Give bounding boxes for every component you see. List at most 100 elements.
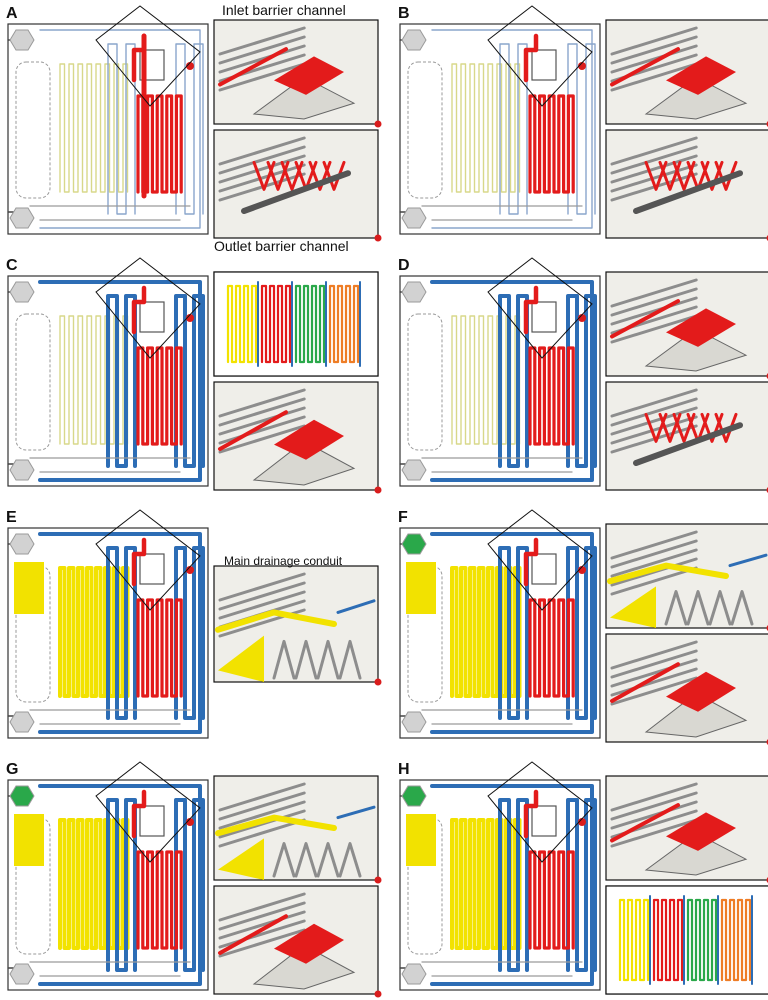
inset-gray-channel	[218, 901, 306, 931]
chip-port-trace	[399, 39, 423, 213]
inlet-port	[9, 785, 35, 807]
blue-left-loop	[498, 546, 529, 720]
inset-gray-channel	[610, 397, 698, 427]
blue-left-loop	[499, 43, 528, 215]
panel-G	[7, 761, 382, 998]
culture-chamber	[531, 805, 557, 837]
inset-yellow-region	[218, 838, 264, 880]
gray-bottom-trace	[421, 205, 583, 221]
yellow-reservoir	[406, 562, 436, 614]
blue-frame-channel	[430, 532, 594, 734]
inset-drain-loops	[338, 639, 362, 680]
blue-left-loop	[498, 798, 529, 972]
blue-right-loop	[174, 798, 205, 972]
inset-well	[252, 944, 356, 990]
inset-gray-channel	[218, 572, 306, 602]
inset-drain-loops	[272, 842, 296, 878]
chip-frame	[399, 23, 601, 235]
inset-red-channel	[218, 47, 288, 87]
inset-gray-channel	[610, 649, 698, 679]
inset-red-serpentine	[322, 160, 346, 191]
inset-yellow-region	[610, 586, 656, 628]
inset-gray-channel	[218, 35, 306, 65]
inset-gray-channel	[610, 566, 698, 596]
inset-red-serpentine	[714, 160, 738, 191]
overview-serpentine	[686, 898, 718, 982]
overview-serpentine	[720, 898, 752, 982]
chip-frame	[399, 779, 601, 991]
inset-gray-channel	[218, 782, 306, 812]
inset-gray-channel	[610, 530, 698, 560]
blue-left-loop	[106, 546, 137, 720]
annotation-main-drainage-conduit: Main drainage conduit	[224, 554, 343, 568]
inlet-port	[401, 533, 427, 555]
red-inlet-channel	[523, 33, 539, 83]
chip-frame	[399, 275, 601, 487]
red-marker	[578, 566, 586, 574]
blue-frame-channel	[38, 784, 202, 986]
blue-right-loop	[566, 798, 597, 972]
inset-drain-loops	[294, 842, 318, 878]
inset-red-block	[274, 56, 344, 95]
inset-gray-channel	[610, 287, 698, 317]
inset-yellow-region	[218, 635, 264, 682]
red-marker	[186, 62, 194, 70]
outlet-port	[401, 963, 427, 985]
chip-port-trace	[399, 291, 423, 465]
overview-serpentine	[226, 284, 258, 364]
inset-gray-channel	[218, 791, 306, 821]
outlet-port	[9, 711, 35, 733]
panel-label-C: C	[6, 257, 18, 274]
red-marker	[186, 314, 194, 322]
reservoir-outline	[407, 61, 443, 199]
blue-frame-channel	[431, 29, 593, 229]
zoom-callout	[95, 5, 201, 107]
inset-red-block	[274, 419, 344, 460]
inset-barrier	[241, 170, 351, 214]
inset-drain-loops	[294, 639, 318, 680]
inset-marker	[374, 234, 382, 242]
zoom-callout	[95, 257, 201, 359]
red-marker	[186, 818, 194, 826]
yellow-serpentine	[59, 63, 129, 193]
red-inlet-channel	[131, 789, 147, 839]
inset-gray-channel	[218, 145, 306, 175]
overview-serpentine	[618, 898, 650, 982]
zoom-callout	[487, 509, 593, 611]
inset-gray-channel	[218, 818, 306, 848]
inset-drain-loops	[272, 639, 296, 680]
inset-marker	[374, 990, 382, 998]
outlet-port	[9, 459, 35, 481]
panel-label-A: A	[6, 5, 18, 22]
yellow-reservoir	[14, 814, 44, 866]
annotation-inlet-barrier-channel: Inlet barrier channel	[222, 2, 346, 18]
inset-well	[644, 328, 748, 372]
culture-chamber	[139, 553, 165, 585]
blue-frame-channel	[39, 29, 201, 229]
gray-bottom-trace	[29, 457, 191, 473]
culture-chamber	[139, 805, 165, 837]
panel-label-B: B	[398, 5, 410, 22]
blue-right-loop	[566, 294, 597, 468]
panel-label-H: H	[398, 761, 410, 778]
inset-gray-channel	[610, 35, 698, 65]
inset-well	[644, 76, 748, 120]
panel-H	[399, 761, 768, 995]
culture-chamber	[531, 553, 557, 585]
blue-frame-channel	[38, 280, 202, 482]
inset-blue-channel	[728, 553, 768, 568]
yellow-reservoir	[406, 814, 436, 866]
gray-bottom-trace	[421, 457, 583, 473]
overview-serpentine	[294, 284, 326, 364]
inset-marker	[374, 486, 382, 494]
panel-E	[7, 509, 382, 739]
inset-gray-channel	[610, 145, 698, 175]
inset-gray-channel	[218, 26, 306, 56]
inset-gray-channel	[218, 388, 306, 418]
inset-gray-channel	[218, 910, 306, 940]
culture-chamber	[531, 49, 557, 81]
inset-yellow-channel	[607, 562, 729, 585]
inset-gray-channel	[218, 581, 306, 611]
inset-gray-channel	[610, 136, 698, 166]
gray-bottom-trace	[421, 709, 583, 725]
